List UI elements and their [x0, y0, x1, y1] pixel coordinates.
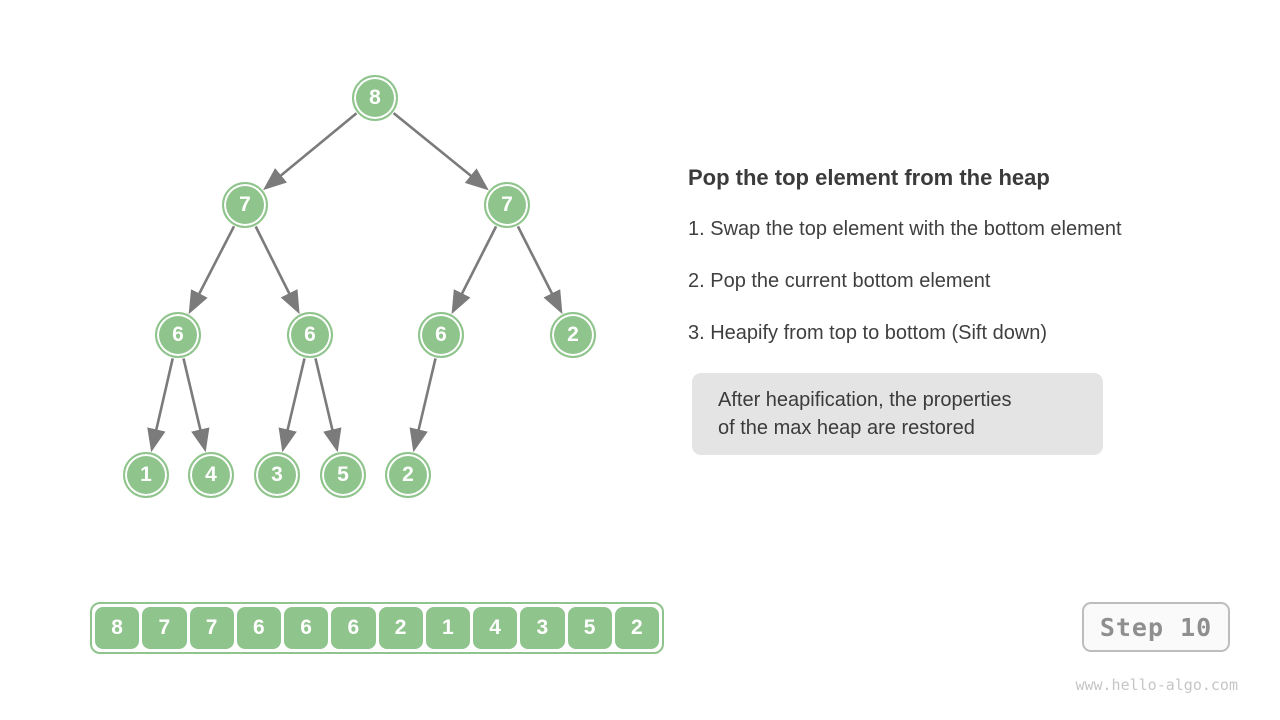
array-cell: 6: [331, 607, 376, 649]
tree-node: 4: [188, 452, 234, 498]
tree-node: 5: [320, 452, 366, 498]
step-badge: Step 10: [1082, 602, 1230, 652]
instruction-item: 1. Swap the top element with the bottom …: [688, 218, 1122, 240]
tree-node: 7: [222, 182, 268, 228]
array-cell: 6: [284, 607, 329, 649]
array-cell: 2: [614, 607, 659, 649]
tree-node: 2: [550, 312, 596, 358]
tree-edge: [147, 358, 174, 453]
tree-node: 6: [418, 312, 464, 358]
tree-edge: [188, 225, 236, 315]
tree-edge: [392, 112, 489, 191]
array-cell: 8: [95, 607, 140, 649]
array-cell: 4: [473, 607, 518, 649]
tree-edge: [182, 358, 210, 453]
array-cell: 6: [236, 607, 281, 649]
instruction-item: 2. Pop the current bottom element: [688, 270, 991, 292]
tree-edge: [254, 225, 300, 315]
instruction-item: 3. Heapify from top to bottom (Sift down…: [688, 322, 1048, 344]
tree-node: 6: [287, 312, 333, 358]
instructions-title: Pop the top element from the heap: [688, 165, 1050, 190]
tree-edge: [278, 358, 306, 453]
tree-edge: [314, 358, 342, 453]
tree-edge: [516, 225, 563, 315]
tree-edge: [451, 225, 498, 315]
array-cell: 1: [425, 607, 470, 649]
tree-node: 8: [352, 75, 398, 121]
note-box: After heapification, the properties of t…: [692, 373, 1103, 455]
array-cell: 3: [520, 607, 565, 649]
tree-node: 7: [484, 182, 530, 228]
tree-node: 6: [155, 312, 201, 358]
tree-node: 3: [254, 452, 300, 498]
tree-node: 2: [385, 452, 431, 498]
tree-edge: [409, 358, 437, 453]
array-cell: 5: [567, 607, 612, 649]
tree-edge: [262, 112, 358, 191]
watermark: www.hello-algo.com: [1075, 676, 1238, 694]
tree-node: 1: [123, 452, 169, 498]
array-cell: 7: [189, 607, 234, 649]
array-cell: 7: [142, 607, 187, 649]
array-cell: 2: [378, 607, 423, 649]
note-line: After heapification, the properties: [718, 389, 1012, 411]
note-line: of the max heap are restored: [718, 417, 975, 439]
